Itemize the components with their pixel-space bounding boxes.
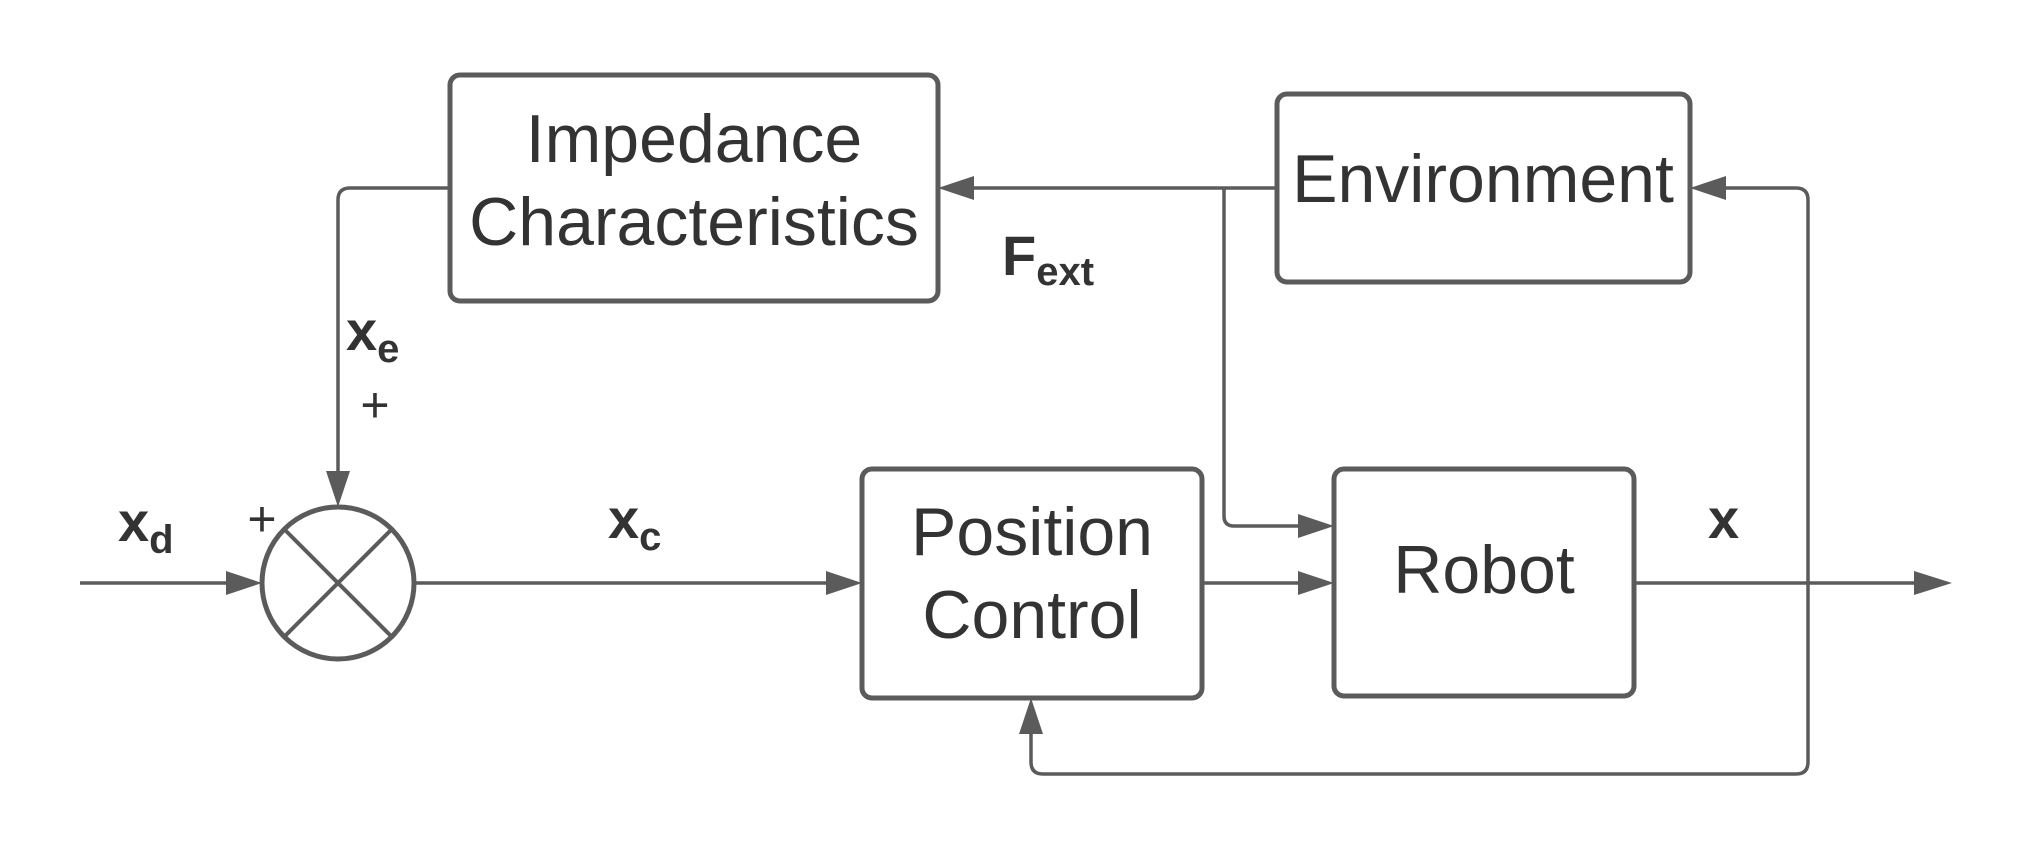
environment-label: Environment [1292,141,1674,217]
wire-fext-to-robot [1222,188,1310,528]
environment-box [1274,91,1693,285]
arrowhead-robot-force-input [1298,514,1334,538]
summing-junction-cross-b [282,527,394,639]
impedance-label-line1: Impedance [526,101,862,177]
signal-label-x: x [1708,487,1739,550]
signal-xd-sub: d [149,518,173,562]
signal-fext-main: F [1002,224,1036,287]
connection-wires [80,186,1914,776]
position-control-label-line2: Control [922,577,1141,653]
signal-xc-sub: c [639,515,661,559]
impedance-characteristics-box [447,72,941,304]
robot-block: Robot [1331,466,1637,699]
signal-xd-main: x [118,490,149,553]
arrowhead-output-x [1914,571,1952,595]
environment-block: Environment [1274,91,1693,285]
impedance-label-line2: Characteristics [469,184,919,260]
signal-label-xe: xe [346,299,399,371]
arrowhead-impedance-input [938,176,974,200]
arrowhead-environment-input [1690,176,1726,200]
summing-junction-sign-top: + [360,377,389,433]
impedance-characteristics-block: Impedance Characteristics [447,72,941,304]
signal-xe-main: x [346,299,377,362]
signal-label-xd: xd [118,490,174,562]
signal-fext-sub: ext [1036,250,1094,294]
robot-label: Robot [1393,532,1575,608]
robot-box [1331,466,1637,699]
arrowheads [226,176,1952,734]
arrowhead-position-control-input [826,571,862,595]
arrowhead-junction-top [326,471,350,507]
signal-xc-main: x [608,487,639,550]
arrowhead-input-xd [226,571,262,595]
summing-junction: + + [247,377,417,662]
wire-impedance-to-junction [336,186,450,481]
signal-x-main: x [1708,487,1739,550]
signal-xe-sub: e [377,327,399,371]
wire-feedback-to-environment [1720,186,1810,583]
signal-label-fext: Fext [1002,224,1094,294]
position-control-label-line1: Position [911,494,1153,570]
position-control-block: Position Control [859,466,1205,701]
signal-label-xc: xc [608,487,661,559]
wire-feedback-to-position-control [1029,583,1810,776]
summing-junction-sign-left: + [247,491,276,547]
arrowhead-robot-input [1298,571,1334,595]
arrowhead-position-control-feedback [1019,698,1043,734]
position-control-box [859,466,1205,701]
